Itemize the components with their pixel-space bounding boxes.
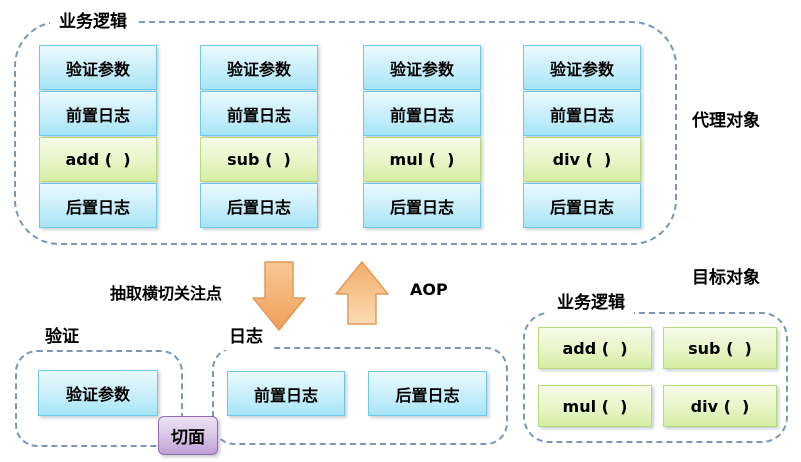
div-method-box: div ( ) — [663, 385, 777, 427]
post-log-box: 后置日志 — [39, 183, 157, 228]
add-method-box: add ( ) — [538, 327, 652, 369]
extract-down-arrow-icon — [252, 261, 306, 331]
sub-method-box: sub ( ) — [663, 327, 777, 369]
pre-log-box: 前置日志 — [39, 91, 157, 136]
proxy-column-mul: 验证参数 前置日志 mul ( ) 后置日志 — [363, 45, 481, 229]
proxy-business-logic-label: 业务逻辑 — [50, 9, 136, 35]
post-log-box: 后置日志 — [200, 183, 318, 228]
extract-crosscut-label: 抽取横切关注点 — [110, 284, 223, 303]
validate-params-box: 验证参数 — [200, 45, 318, 90]
mul-method-box: mul ( ) — [538, 385, 652, 427]
post-log-box: 后置日志 — [368, 371, 487, 416]
validate-params-box: 验证参数 — [363, 45, 481, 90]
target-object-container — [523, 312, 788, 443]
proxy-column-div: 验证参数 前置日志 div ( ) 后置日志 — [523, 45, 641, 229]
pre-log-box: 前置日志 — [363, 91, 481, 136]
post-log-box: 后置日志 — [363, 183, 481, 228]
aspect-badge: 切面 — [158, 416, 218, 455]
log-aspect-container — [212, 347, 508, 445]
aop-label: AOP — [410, 280, 448, 299]
mul-method-box: mul ( ) — [363, 137, 481, 182]
sub-method-box: sub ( ) — [200, 137, 318, 182]
target-object-label: 目标对象 — [692, 268, 760, 288]
proxy-object-label: 代理对象 — [692, 111, 760, 131]
validation-aspect-container — [15, 350, 183, 447]
pre-log-box: 前置日志 — [200, 91, 318, 136]
validate-params-box: 验证参数 — [39, 45, 157, 90]
log-label: 日志 — [220, 324, 272, 350]
add-method-box: add ( ) — [39, 137, 157, 182]
validate-params-box: 验证参数 — [38, 370, 158, 416]
validate-params-box: 验证参数 — [523, 45, 641, 90]
target-business-logic-label: 业务逻辑 — [548, 290, 634, 316]
post-log-box: 后置日志 — [523, 183, 641, 228]
proxy-object-container — [14, 21, 677, 245]
proxy-column-add: 验证参数 前置日志 add ( ) 后置日志 — [39, 45, 157, 229]
div-method-box: div ( ) — [523, 137, 641, 182]
pre-log-box: 前置日志 — [227, 371, 345, 416]
pre-log-box: 前置日志 — [523, 91, 641, 136]
proxy-column-sub: 验证参数 前置日志 sub ( ) 后置日志 — [200, 45, 318, 229]
aop-up-arrow-icon — [335, 261, 389, 325]
validation-label: 验证 — [36, 324, 88, 350]
